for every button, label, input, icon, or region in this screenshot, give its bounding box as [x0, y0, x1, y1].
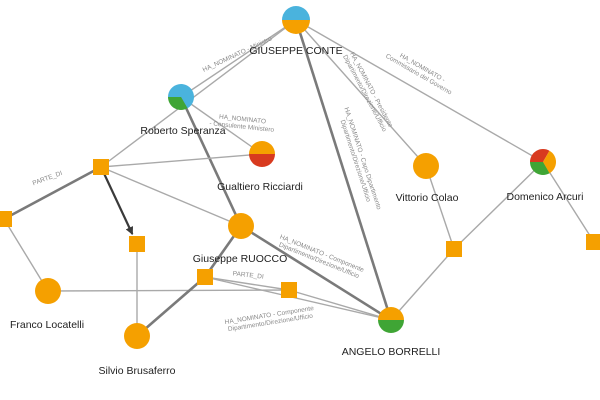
node-square-sq4[interactable] — [281, 282, 297, 298]
node-square-sq3[interactable] — [197, 269, 213, 285]
node-sq6[interactable] — [0, 211, 12, 227]
node-sq1[interactable] — [93, 159, 109, 175]
node-circle-ruocco[interactable] — [228, 213, 254, 239]
node-label-ruocco: Giuseppe RUOCCO — [193, 253, 288, 265]
edge-sq5-arcuri — [453, 161, 544, 250]
node-locatelli[interactable]: Franco Locatelli — [10, 278, 84, 331]
edge-label-conte-borrelli: HA_NOMINATO - Capo DipartimentoDipartime… — [335, 107, 382, 214]
node-label-ricciardi: Gualtiero Ricciardi — [217, 181, 303, 193]
edge-colao-sq5 — [425, 165, 455, 250]
node-label-colao: Vittorio Colao — [396, 192, 459, 204]
node-square-sq5[interactable] — [446, 241, 462, 257]
edge-sq6-locatelli — [3, 218, 49, 292]
pie-slice-arcuri-0 — [530, 149, 550, 162]
node-conte[interactable]: GIUSEPPE CONTE — [249, 6, 343, 57]
edge-borrelli-sq5 — [390, 248, 455, 321]
pie-slice-borrelli-0 — [378, 307, 404, 320]
node-ruocco[interactable]: Giuseppe RUOCCO — [193, 213, 288, 265]
edge-sq1-ricciardi — [100, 153, 263, 168]
pie-slice-borrelli-1 — [378, 320, 404, 333]
edge-conte-borrelli — [294, 19, 393, 321]
edge-sq3-sq4 — [204, 276, 290, 291]
node-circle-colao[interactable] — [413, 153, 439, 179]
edge-conte-sq1 — [100, 19, 297, 168]
node-square-sq2[interactable] — [129, 236, 145, 252]
pie-slice-speranza-1 — [168, 97, 188, 110]
edge-label-conte-arcuri: HA_NOMINATO -Commissario del Governo — [384, 46, 457, 96]
edge-sq1-sq6 — [3, 165, 102, 221]
node-sq3[interactable] — [197, 269, 213, 285]
node-borrelli[interactable]: ANGELO BORRELLI — [342, 307, 441, 358]
node-arcuri[interactable]: Domenico Arcuri — [506, 149, 584, 203]
nodes-layer: GIUSEPPE CONTE Roberto SperanzaGualtiero … — [0, 6, 600, 377]
node-sq5[interactable] — [446, 241, 462, 257]
edge-speranza-ricciardi — [180, 96, 263, 155]
pie-slice-ricciardi-0 — [249, 141, 275, 154]
node-circle-brusaferro[interactable] — [124, 323, 150, 349]
node-label-conte: GIUSEPPE CONTE — [249, 45, 342, 57]
edge-sq1-ruocco — [100, 166, 242, 227]
edge-sq4-borrelli — [288, 289, 392, 321]
edge-sq3-borrelli — [204, 276, 392, 321]
edge-conte-arcuri — [295, 19, 544, 163]
edge-conte-colao — [295, 19, 427, 167]
node-label-brusaferro: Silvio Brusaferro — [98, 365, 175, 377]
node-speranza[interactable]: Roberto Speranza — [140, 84, 226, 137]
node-label-locatelli: Franco Locatelli — [10, 319, 84, 331]
node-label-arcuri: Domenico Arcuri — [506, 191, 583, 203]
pie-slice-conte-1 — [282, 20, 310, 34]
node-sq2[interactable] — [129, 236, 145, 252]
pie-slice-arcuri-2 — [530, 162, 550, 175]
node-square-sq1[interactable] — [93, 159, 109, 175]
node-brusaferro[interactable]: Silvio Brusaferro — [98, 323, 176, 377]
edge-label-sq1-sq6: PARTE_DI — [32, 170, 64, 187]
node-sq7[interactable] — [586, 234, 600, 250]
edge-locatelli-sq4 — [47, 289, 290, 292]
edge-ruocco-borrelli — [240, 224, 392, 322]
pie-slice-ricciardi-1 — [249, 154, 275, 167]
edges-layer — [3, 19, 595, 337]
node-label-borrelli: ANGELO BORRELLI — [342, 346, 441, 358]
edge-brusaferro-sq3 — [136, 276, 206, 337]
edge-label-sq3-borrelli: HA_NOMINATO - ComponenteDipartimento/Dir… — [224, 305, 316, 333]
node-circle-locatelli[interactable] — [35, 278, 61, 304]
edge-sq1-sq2 — [100, 166, 134, 235]
edge-arcuri-sq7 — [542, 161, 595, 243]
pie-slice-conte-0 — [282, 6, 310, 20]
node-colao[interactable]: Vittorio Colao — [396, 153, 459, 204]
pie-slice-speranza-0 — [168, 84, 195, 109]
edge-speranza-ruocco — [179, 96, 243, 227]
node-ricciardi[interactable]: Gualtiero Ricciardi — [217, 141, 303, 193]
node-square-sq7[interactable] — [586, 234, 600, 250]
node-label-speranza: Roberto Speranza — [140, 125, 225, 137]
edge-conte-speranza — [180, 19, 297, 98]
node-square-sq6[interactable] — [0, 211, 12, 227]
edge-label-sq3-sq4: PARTE_DI — [232, 270, 264, 280]
node-sq4[interactable] — [281, 282, 297, 298]
